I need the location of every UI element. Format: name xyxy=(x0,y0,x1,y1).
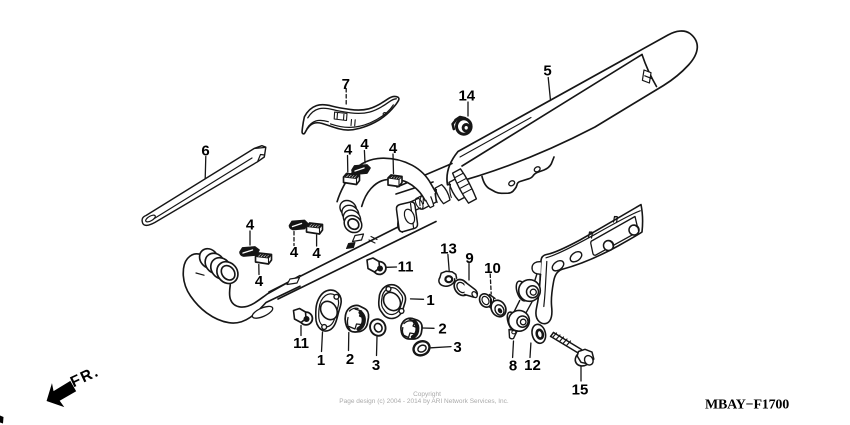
svg-text:6: 6 xyxy=(201,143,209,160)
svg-text:3: 3 xyxy=(453,339,461,356)
svg-text:7: 7 xyxy=(342,76,350,93)
svg-text:10: 10 xyxy=(484,260,501,277)
svg-text:11: 11 xyxy=(293,335,309,352)
svg-text:4: 4 xyxy=(290,244,299,261)
svg-text:2: 2 xyxy=(346,351,354,368)
svg-text:8: 8 xyxy=(509,358,517,375)
svg-text:2: 2 xyxy=(438,321,446,338)
svg-text:4: 4 xyxy=(255,273,264,290)
svg-text:1: 1 xyxy=(426,292,434,309)
svg-text:Page design (c) 2004 - 2014 by: Page design (c) 2004 - 2014 by ARI Netwo… xyxy=(339,398,509,405)
svg-text:15: 15 xyxy=(572,382,589,399)
svg-text:9: 9 xyxy=(465,250,473,267)
svg-text:1: 1 xyxy=(317,352,325,369)
svg-text:MBAY−F1700: MBAY−F1700 xyxy=(705,398,789,413)
svg-text:4: 4 xyxy=(360,136,369,153)
svg-text:4: 4 xyxy=(344,142,353,159)
svg-text:Copyright: Copyright xyxy=(413,391,441,398)
svg-text:5: 5 xyxy=(543,63,551,80)
svg-text:4: 4 xyxy=(246,217,255,234)
svg-text:14: 14 xyxy=(458,88,475,105)
svg-text:3: 3 xyxy=(372,357,380,374)
svg-text:4: 4 xyxy=(389,140,398,157)
svg-text:11: 11 xyxy=(398,259,414,276)
svg-text:4: 4 xyxy=(312,245,321,262)
svg-text:12: 12 xyxy=(524,357,541,374)
svg-text:13: 13 xyxy=(440,241,457,258)
